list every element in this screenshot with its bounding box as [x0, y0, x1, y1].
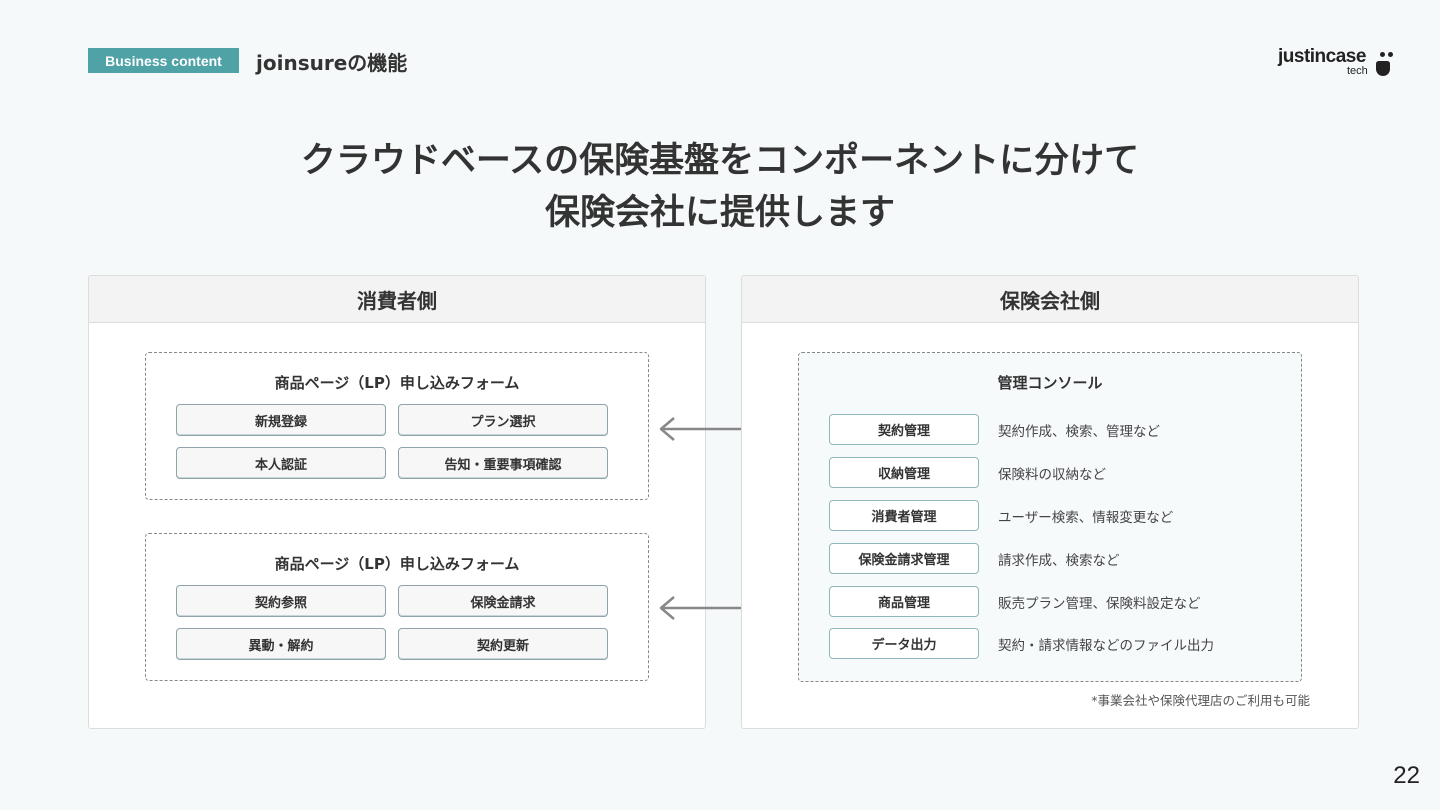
claim-management-button[interactable]: 保険金請求管理 — [829, 543, 979, 574]
data-export-button[interactable]: データ出力 — [829, 628, 979, 659]
contract-management-desc: 契約作成、検索、管理など — [998, 424, 1160, 440]
contract-view-button[interactable]: 契約参照 — [176, 585, 386, 617]
data-export-desc: 契約・請求情報などのファイル出力 — [998, 638, 1214, 654]
consumer-group-2: 商品ページ（LP）申し込みフォーム 契約参照 保険金請求 異動・解約 契約更新 — [145, 533, 649, 681]
consumer-panel: 消費者側 商品ページ（LP）申し込みフォーム 新規登録 プラン選択 本人認証 告… — [88, 275, 706, 729]
logo-dot-icon — [1380, 52, 1385, 57]
claim-button[interactable]: 保険金請求 — [398, 585, 608, 617]
main-title-line-1: クラウドベースの保険基盤をコンポーネントに分けて — [300, 141, 1140, 181]
header-title: joinsureの機能 — [256, 51, 408, 75]
console-title: 管理コンソール — [997, 374, 1103, 392]
consumer-management-button[interactable]: 消費者管理 — [829, 500, 979, 531]
main-title-line-2: 保険会社に提供します — [544, 193, 895, 233]
insurer-panel-heading: 保険会社側 — [742, 276, 1358, 323]
plan-selection-button[interactable]: プラン選択 — [398, 404, 608, 436]
identity-verification-button[interactable]: 本人認証 — [176, 447, 386, 479]
change-cancel-button[interactable]: 異動・解約 — [176, 628, 386, 660]
contract-renewal-button[interactable]: 契約更新 — [398, 628, 608, 660]
logo-sub: tech — [1347, 65, 1368, 77]
new-registration-button[interactable]: 新規登録 — [176, 404, 386, 436]
insurer-panel: 保険会社側 管理コンソール 契約管理 契約作成、検索、管理など 収納管理 保険料… — [741, 275, 1359, 729]
logo-wordmark: justincase — [1278, 46, 1366, 67]
product-management-desc: 販売プラン管理、保険料設定など — [998, 596, 1201, 612]
section-tag: Business content — [88, 48, 239, 73]
product-management-button[interactable]: 商品管理 — [829, 586, 979, 617]
consumer-panel-heading: 消費者側 — [89, 276, 705, 323]
admin-console-box: 管理コンソール 契約管理 契約作成、検索、管理など 収納管理 保険料の収納など … — [798, 352, 1302, 682]
collection-management-button[interactable]: 収納管理 — [829, 457, 979, 488]
group-title: 商品ページ（LP）申し込みフォーム — [274, 374, 520, 392]
justincase-logo: justincase tech — [1276, 46, 1396, 80]
disclosure-confirmation-button[interactable]: 告知・重要事項確認 — [398, 447, 608, 479]
page-number: 22 — [1393, 762, 1420, 789]
contract-management-button[interactable]: 契約管理 — [829, 414, 979, 445]
collection-management-desc: 保険料の収納など — [998, 467, 1106, 483]
logo-mark-icon — [1376, 61, 1390, 76]
main-title: クラウドベースの保険基盤をコンポーネントに分けて 保険会社に提供します — [0, 135, 1440, 239]
logo-dot-icon — [1388, 52, 1393, 57]
group-title: 商品ページ（LP）申し込みフォーム — [274, 555, 520, 573]
footnote: *事業会社や保険代理店のご利用も可能 — [1091, 693, 1310, 708]
claim-management-desc: 請求作成、検索など — [998, 553, 1120, 569]
consumer-management-desc: ユーザー検索、情報変更など — [998, 510, 1174, 526]
consumer-group-1: 商品ページ（LP）申し込みフォーム 新規登録 プラン選択 本人認証 告知・重要事… — [145, 352, 649, 500]
